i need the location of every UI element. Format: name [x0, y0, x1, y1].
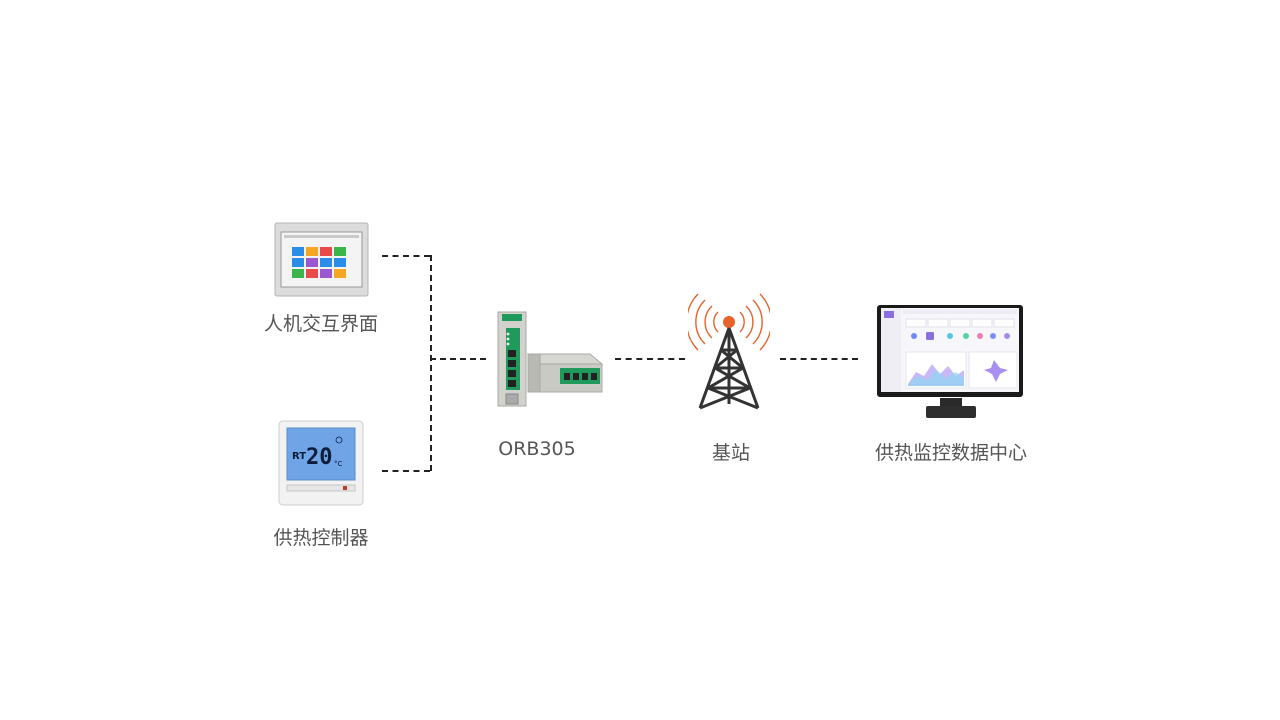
edge-controller-to-bus	[382, 470, 430, 472]
node-label-router: ORB305	[498, 438, 576, 460]
edge-base-station-to-datacenter	[780, 358, 858, 360]
node-label-datacenter: 供热监控数据中心	[874, 442, 1028, 464]
edge-hmi-to-bus	[382, 255, 430, 257]
thermostat-unit-text: °C	[334, 460, 343, 468]
node-label-hmi: 人机交互界面	[263, 313, 379, 335]
touch-panel-icon	[274, 222, 369, 297]
node-label-base-station: 基站	[711, 442, 751, 464]
edge-router-to-base-station	[615, 358, 685, 360]
thermostat-temperature-text: 20	[306, 445, 333, 470]
monitor-dashboard-icon	[877, 305, 1023, 418]
cell-tower-icon	[688, 293, 770, 410]
industrial-router-icon	[497, 311, 604, 407]
node-label-controller: 供热控制器	[273, 527, 369, 549]
edge-vertical-bus	[430, 255, 432, 471]
thermostat-mode-text: RT	[292, 451, 306, 462]
thermostat-icon: RT 20 °C	[278, 420, 364, 506]
edge-bus-to-router	[430, 358, 486, 360]
